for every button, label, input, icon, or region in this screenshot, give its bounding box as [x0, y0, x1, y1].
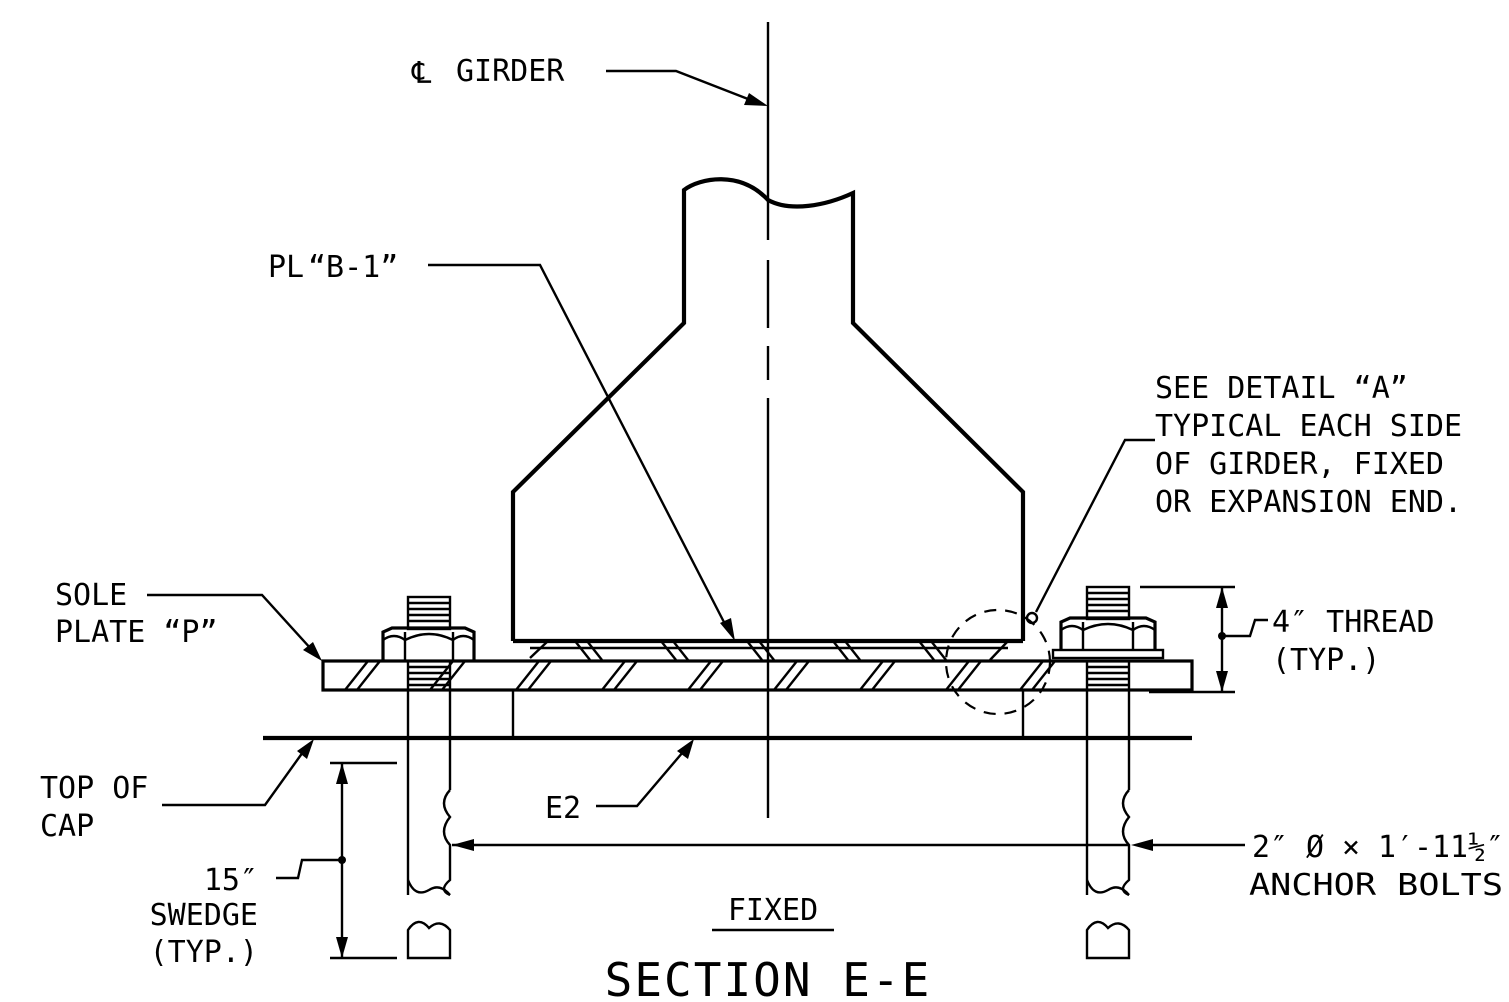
swedge-line-2: SWEDGE — [150, 898, 258, 933]
swedge-dimension — [276, 761, 397, 960]
top-of-cap-leader — [162, 739, 314, 807]
e2-leader — [596, 739, 694, 808]
detail-a-callout — [944, 438, 1155, 716]
top-of-cap-line-2: CAP — [40, 809, 94, 844]
section-title: SECTION E-E — [605, 953, 932, 1002]
cl-symbol: ℄ — [411, 56, 432, 91]
sole-plate-line-1: SOLE — [55, 578, 127, 613]
anchor-bolt-spacing-dimension — [452, 839, 1245, 851]
sole-plate-leader — [147, 593, 322, 661]
masonry-plate — [511, 690, 1025, 738]
pl-symbol: PL — [268, 250, 304, 285]
detail-a-line-2: TYPICAL EACH SIDE — [1155, 409, 1462, 444]
detail-a-line-4: OR EXPANSION END. — [1155, 485, 1462, 520]
cl-girder-label: GIRDER — [456, 54, 565, 89]
e2-label: E2 — [545, 791, 581, 826]
thread-line-2: (TYP.) — [1272, 643, 1380, 678]
thread-dimension — [1140, 585, 1268, 694]
swedge-line-3: (TYP.) — [150, 935, 258, 970]
right-anchor-bolt — [1051, 585, 1165, 960]
anchor-bolts-line-2: ANCHOR BOLTS — [1249, 868, 1503, 903]
thread-line-1: 4″ THREAD — [1272, 605, 1435, 640]
pl-b1-leader — [428, 263, 735, 641]
sole-plate-line-2: PLATE “P” — [55, 615, 218, 650]
anchor-bolts-line-1: 2″ Ø × 1′-11½″ — [1252, 830, 1504, 865]
top-of-cap-line-1: TOP OF — [40, 771, 148, 806]
fixed-label: FIXED — [728, 893, 818, 928]
pl-b1-label: “B-1” — [308, 250, 398, 285]
swedge-line-1: 15″ — [204, 863, 258, 898]
detail-a-line-3: OF GIRDER, FIXED — [1155, 447, 1444, 482]
elastomeric-bearing-pad — [513, 638, 1023, 661]
girder-outline — [510, 177, 1026, 641]
left-anchor-bolt — [381, 595, 476, 960]
cl-girder-leader — [606, 69, 768, 106]
sole-plate — [321, 659, 1194, 692]
detail-a-line-1: SEE DETAIL “A” — [1155, 371, 1408, 406]
